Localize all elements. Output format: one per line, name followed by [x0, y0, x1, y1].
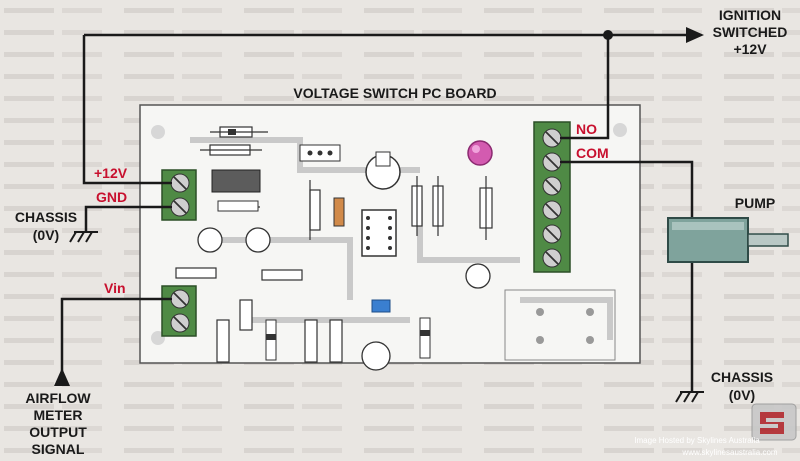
pump-label: PUMP — [735, 195, 775, 211]
ground-right-icon — [675, 391, 704, 403]
wires — [60, 33, 694, 392]
arrow-up-icon — [54, 368, 70, 386]
ignition-label-line3: +12V — [733, 41, 767, 57]
airflow-label-line2: METER — [34, 407, 83, 423]
chassis-right-line1: CHASSIS — [711, 369, 773, 385]
watermark-line2: www.skylinesaustralia.com — [681, 448, 777, 457]
junction-dot — [603, 30, 613, 40]
terminal-label-vin: Vin — [104, 280, 126, 296]
ignition-label-line1: IGNITION — [719, 7, 781, 23]
chassis-left-line2: (0V) — [33, 227, 59, 243]
terminal-label-no: NO — [576, 121, 597, 137]
terminal-label-com: COM — [576, 145, 609, 161]
airflow-label-line4: SIGNAL — [32, 441, 85, 457]
pump-icon — [667, 217, 789, 263]
chassis-left-line1: CHASSIS — [15, 209, 77, 225]
terminal-block-vin — [161, 285, 197, 337]
arrow-right-icon — [686, 27, 704, 43]
airflow-label-line1: AIRFLOW — [25, 390, 91, 406]
terminal-block-relay — [533, 121, 571, 273]
terminal-label-gnd: GND — [96, 189, 127, 205]
terminal-label-plus12v: +12V — [94, 165, 128, 181]
terminal-block-power — [161, 169, 197, 221]
board-components — [175, 126, 616, 371]
airflow-label-line3: OUTPUT — [29, 424, 87, 440]
ground-left-icon — [69, 231, 98, 243]
chassis-right-line2: (0V) — [729, 387, 755, 403]
watermark-line1: Image Hosted by Skylines Australia — [634, 436, 760, 445]
watermark-logo — [751, 403, 797, 441]
ignition-label-line2: SWITCHED — [713, 24, 788, 40]
board-title: VOLTAGE SWITCH PC BOARD — [293, 85, 496, 101]
